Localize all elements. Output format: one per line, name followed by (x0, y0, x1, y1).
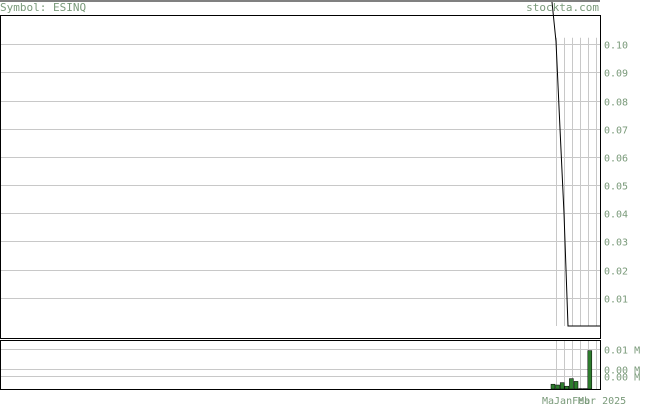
volume-bar (550, 383, 556, 390)
price-grid (1, 44, 600, 299)
volume-axis: 0.01 M 0.00 M0.00 M (604, 346, 640, 384)
x-tick-label: Mar 2025 (578, 396, 626, 406)
volume-bar (564, 385, 570, 390)
price-series (551, 1, 600, 327)
price-panel-frame (0, 15, 601, 339)
price-vertical-grid (556, 37, 597, 326)
site-label: stockta.com (526, 1, 599, 14)
price-tick-label: 0.01 (604, 295, 628, 306)
volume-bar (573, 381, 579, 390)
volume-bar (587, 350, 593, 390)
volume-bars (550, 350, 593, 390)
price-tick-label: 0.06 (604, 154, 628, 165)
price-tick-label: 0.02 (604, 267, 628, 278)
volume-tick-label: 0.00 M (604, 373, 640, 384)
price-tick-label: 0.04 (604, 210, 628, 221)
price-tick-label: 0.10 (604, 41, 628, 52)
price-line (551, 1, 600, 327)
volume-tick-label: 0.01 M (604, 346, 640, 357)
price-tick-label: 0.07 (604, 126, 628, 137)
volume-grid (1, 341, 600, 389)
price-tick-label: 0.09 (604, 69, 628, 80)
price-tick-label: 0.05 (604, 182, 628, 193)
volume-tick-label: 0.00 M (604, 366, 640, 377)
volume-bar (569, 378, 574, 390)
volume-panel-frame (0, 340, 601, 390)
volume-bar (559, 382, 565, 390)
volume-bar (555, 384, 560, 390)
price-tick-label: 0.03 (604, 238, 628, 249)
price-axis: 0.01 0.02 0.03 0.04 0.05 0.06 0.07 0.08 0.09 0.10 (604, 41, 628, 306)
x-tick-label-overlap: MaJanFeb (542, 396, 590, 406)
price-tick-label: 0.08 (604, 98, 628, 109)
symbol-label: Symbol: ESINQ (0, 1, 86, 14)
